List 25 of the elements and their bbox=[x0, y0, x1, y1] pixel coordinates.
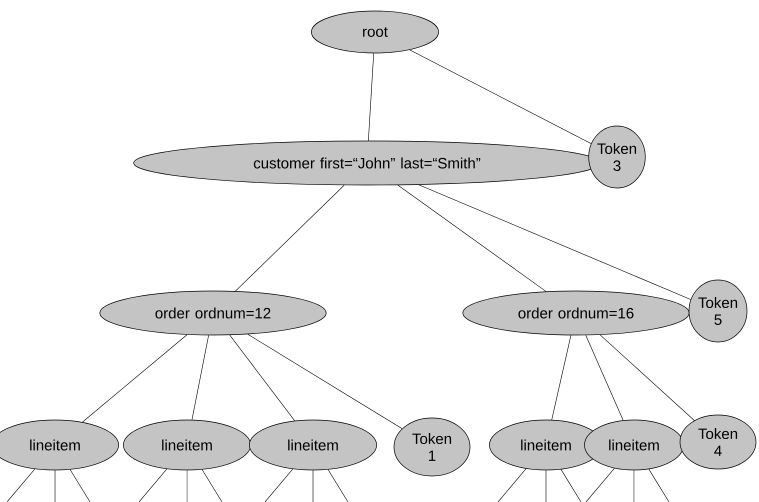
connector-line bbox=[192, 335, 209, 420]
connector-line bbox=[648, 468, 670, 502]
connector-line bbox=[600, 334, 695, 421]
connector-line bbox=[328, 469, 348, 502]
connector-line bbox=[186, 470, 188, 502]
connector-line bbox=[54, 470, 56, 502]
connector-line bbox=[264, 468, 294, 502]
connector-line bbox=[560, 469, 582, 502]
connector-line bbox=[409, 50, 592, 144]
connector-line bbox=[586, 334, 624, 421]
connector-line bbox=[368, 53, 374, 141]
connector-line bbox=[586, 468, 615, 502]
connector-line bbox=[70, 469, 90, 502]
connector-line bbox=[312, 470, 314, 502]
connector-line bbox=[6, 468, 36, 502]
connector-line bbox=[247, 334, 402, 429]
connector-line bbox=[82, 334, 188, 422]
connector-line bbox=[418, 184, 691, 300]
connector-line bbox=[229, 334, 295, 421]
connector-line bbox=[398, 184, 546, 292]
connector-line bbox=[202, 469, 222, 502]
connector-line bbox=[551, 335, 572, 420]
connector-line bbox=[498, 468, 526, 502]
connector-line bbox=[235, 184, 344, 292]
connector-line bbox=[138, 468, 168, 502]
